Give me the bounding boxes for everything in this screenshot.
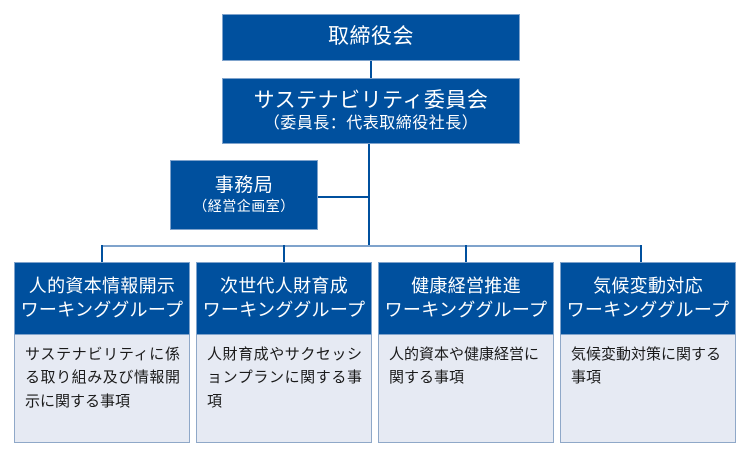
wg4-title-line2: ワーキンググループ: [566, 299, 730, 320]
wg1-description: サステナビリティに係る取り組み及び情報開示に関する事項: [14, 335, 190, 443]
node-secretariat: 事務局 （経営企画室）: [170, 160, 318, 230]
connector-drop-wg4: [640, 245, 642, 263]
node-sustainability-committee: サステナビリティ委員会 （委員長：代表取締役社長）: [222, 78, 520, 144]
wg3-header: 健康経営推進 ワーキンググループ: [378, 262, 554, 335]
connector-drop-wg2: [283, 245, 285, 263]
wg3-description: 人的資本や健康経営に関する事項: [378, 335, 554, 443]
wg2-title-line2: ワーキンググループ: [202, 299, 366, 320]
wg1-header: 人的資本情報開示 ワーキンググループ: [14, 262, 190, 335]
working-group-column-4: 気候変動対応 ワーキンググループ 気候変動対策に関する事項: [560, 262, 736, 443]
wg2-description: 人財育成やサクセッションプランに関する事項: [196, 335, 372, 443]
wg1-title-line1: 人的資本情報開示: [28, 276, 176, 297]
connector-board-to-committee: [370, 61, 372, 78]
committee-subtitle: （委員長：代表取締役社長）: [263, 114, 479, 132]
connector-trunk-to-secretariat: [318, 196, 370, 198]
node-board-of-directors: 取締役会: [222, 14, 520, 61]
committee-title: サステナビリティ委員会: [253, 88, 489, 112]
secretariat-subtitle: （経営企画室）: [193, 198, 295, 215]
working-group-column-3: 健康経営推進 ワーキンググループ 人的資本や健康経営に関する事項: [378, 262, 554, 443]
wg2-title-line1: 次世代人財育成: [219, 276, 349, 297]
board-title: 取締役会: [328, 25, 414, 49]
connector-drop-wg1: [101, 245, 103, 263]
working-group-column-2: 次世代人財育成 ワーキンググループ 人財育成やサクセッションプランに関する事項: [196, 262, 372, 443]
working-group-column-1: 人的資本情報開示 ワーキンググループ サステナビリティに係る取り組み及び情報開示…: [14, 262, 190, 443]
wg4-description: 気候変動対策に関する事項: [560, 335, 736, 443]
secretariat-title: 事務局: [214, 175, 274, 197]
connector-bus: [101, 245, 641, 247]
wg1-title-line2: ワーキンググループ: [20, 299, 184, 320]
wg4-header: 気候変動対応 ワーキンググループ: [560, 262, 736, 335]
connector-drop-wg3: [465, 245, 467, 263]
wg3-title-line2: ワーキンググループ: [384, 299, 548, 320]
wg4-title-line1: 気候変動対応: [593, 276, 703, 297]
wg3-title-line1: 健康経営推進: [411, 276, 521, 297]
wg2-header: 次世代人財育成 ワーキンググループ: [196, 262, 372, 335]
connector-committee-trunk: [368, 144, 370, 245]
